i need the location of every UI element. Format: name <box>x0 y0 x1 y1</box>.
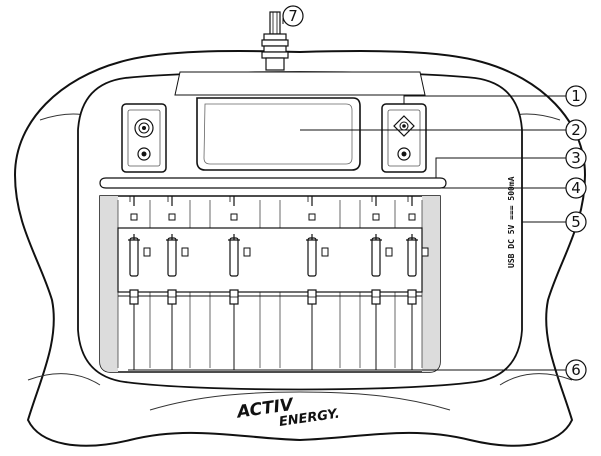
slot-2-positive-contact <box>167 237 177 277</box>
right-mode-button[interactable] <box>393 115 415 137</box>
divider-strip <box>99 177 447 189</box>
lcd-display-inner <box>203 103 353 165</box>
battery-bay-right-shadow <box>422 196 440 372</box>
slot-2-indicator <box>168 213 176 221</box>
right-select-button[interactable] <box>397 147 411 161</box>
left-control-panel[interactable] <box>121 103 167 173</box>
slot-6-indicator <box>408 213 416 221</box>
slot-5-side-mark <box>385 247 393 257</box>
slot-6-positive-contact <box>407 237 417 277</box>
callout-6: 6 <box>565 359 587 381</box>
slot-1-positive-contact <box>129 237 139 277</box>
housing-contour-bottom <box>149 391 451 411</box>
slot-2-side-mark <box>181 247 189 257</box>
slot-3-positive-contact <box>229 237 239 277</box>
svg-text:5: 5 <box>571 213 581 231</box>
battery-bay-left-shadow <box>100 196 118 372</box>
slot-4-indicator <box>308 213 316 221</box>
slot-6-side-mark <box>421 247 429 257</box>
leader-1 <box>403 95 566 104</box>
top-raised-strip <box>174 71 426 96</box>
slot-3-indicator <box>230 213 238 221</box>
right-control-panel[interactable] <box>381 103 427 173</box>
left-select-button[interactable] <box>137 147 151 161</box>
svg-text:6: 6 <box>571 361 581 379</box>
callout-leaders <box>128 18 566 371</box>
callout-7: 7 <box>282 5 304 27</box>
lcd-display <box>196 97 361 171</box>
svg-text:3: 3 <box>571 149 581 167</box>
usb-spec-label: USB DC 5V === 500mA <box>507 176 516 268</box>
usb-cable <box>261 11 289 71</box>
callout-1: 1 <box>565 85 587 107</box>
slot-4-positive-contact <box>307 237 317 277</box>
battery-slots <box>128 196 429 370</box>
leader-3 <box>435 157 566 178</box>
slot-4-side-mark <box>321 247 329 257</box>
housing-contour-left-bottom <box>27 373 101 386</box>
callout-4: 4 <box>565 177 587 199</box>
svg-text:2: 2 <box>571 121 581 139</box>
slot-3-side-mark <box>243 247 251 257</box>
housing-contour-right-bottom <box>499 373 573 386</box>
callout-5: 5 <box>565 211 587 233</box>
svg-text:1: 1 <box>571 87 581 105</box>
callout-2: 2 <box>565 119 587 141</box>
slot-5-indicator <box>372 213 380 221</box>
slot-1-indicator <box>130 213 138 221</box>
svg-text:7: 7 <box>288 7 298 25</box>
slot-5-positive-contact <box>371 237 381 277</box>
callout-3: 3 <box>565 147 587 169</box>
left-mode-button[interactable] <box>134 118 154 138</box>
svg-text:4: 4 <box>571 179 581 197</box>
slot-1-side-mark <box>143 247 151 257</box>
